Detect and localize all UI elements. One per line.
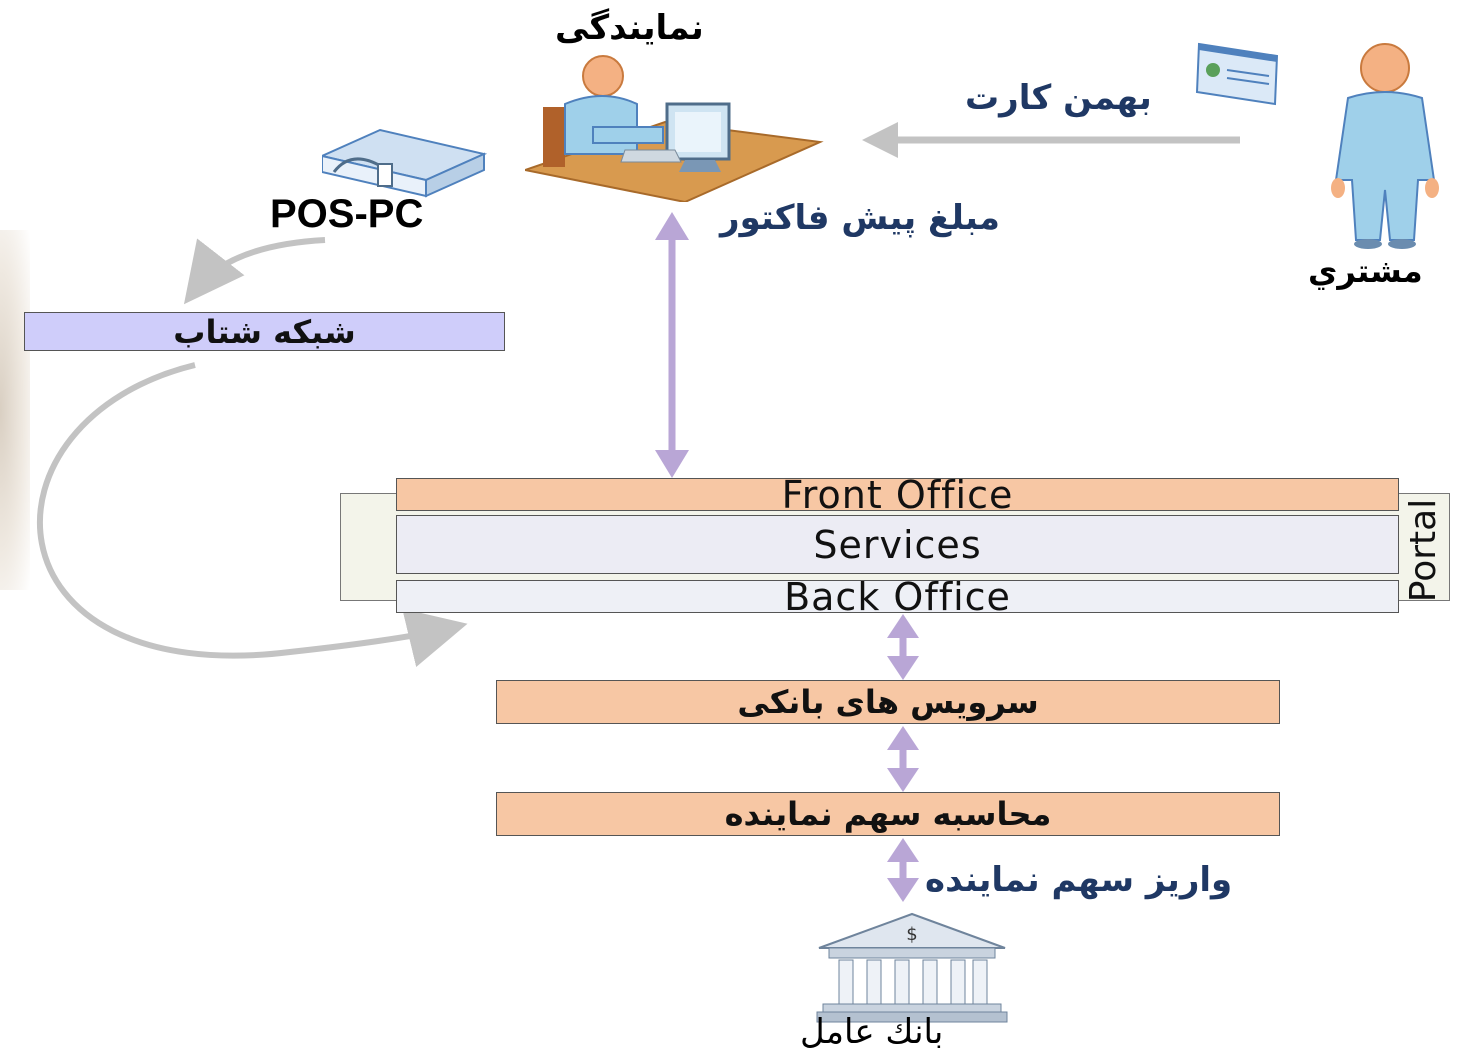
person-at-desk-icon	[525, 55, 824, 202]
services-label: Services	[813, 522, 982, 567]
portal-label-holder: Portal	[1398, 498, 1450, 602]
card-label: بهمن کارت	[965, 78, 1152, 118]
bank-building-icon: $	[816, 912, 1008, 1023]
customer-to-agent-arrow	[862, 122, 1240, 158]
deposit-label: واریز سهم نماینده	[925, 860, 1233, 900]
network-label: شبکه شتاب	[173, 312, 356, 351]
proforma-label: مبلغ پیش فاکتور	[720, 198, 1000, 238]
agent-label: نمایندگی	[555, 8, 704, 48]
portal-label: Portal	[1403, 498, 1445, 602]
share-calc-label: محاسبه سهم نماینده	[724, 795, 1052, 833]
back-office-box: Back Office	[396, 575, 1399, 619]
bank-services-box: سرویس های بانکی	[496, 680, 1280, 724]
card-icon	[1195, 42, 1279, 106]
pos-label: POS-PC	[270, 192, 424, 236]
network-to-backoffice-arrow	[36, 362, 468, 667]
bank-symbol: $	[906, 924, 917, 945]
backoffice-bankservices-arrow	[887, 614, 919, 680]
front-office-label: Front Office	[781, 472, 1014, 517]
customer-label: مشتري	[1308, 252, 1423, 290]
share-calc-box: محاسبه سهم نماینده	[496, 792, 1280, 836]
background-shape	[0, 230, 30, 590]
bank-services-label: سرویس های بانکی	[737, 683, 1039, 721]
back-office-label: Back Office	[784, 574, 1011, 619]
bankservices-sharecalc-arrow	[887, 726, 919, 792]
services-box: Services	[396, 515, 1399, 574]
customer-person-icon	[1331, 43, 1439, 249]
sharecalc-bank-arrow	[887, 838, 919, 902]
pos-to-network-arrow	[183, 237, 326, 305]
front-office-box: Front Office	[396, 473, 1399, 517]
agent-frontoffice-arrow	[655, 212, 689, 478]
bank-label: بانك عامل	[800, 1012, 944, 1052]
pos-device-icon	[322, 128, 488, 198]
network-box: شبکه شتاب	[24, 312, 505, 351]
